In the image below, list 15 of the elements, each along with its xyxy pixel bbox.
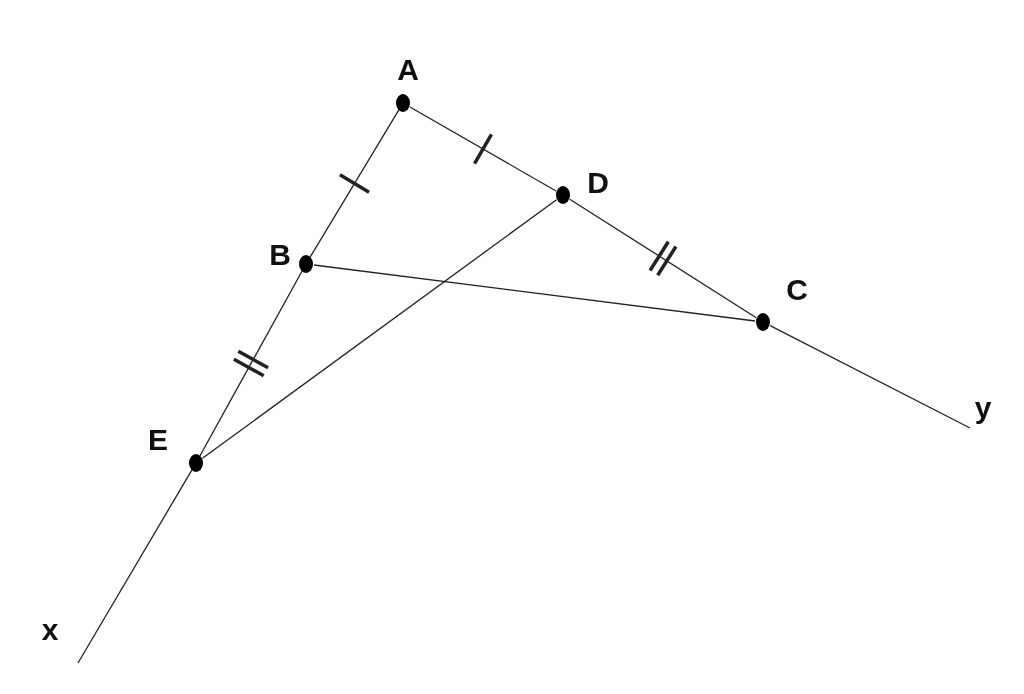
line-segment [569,198,757,319]
point-label: E [147,423,169,457]
line-segment [201,199,558,459]
point-label: D [586,166,610,200]
line-segment [409,106,557,192]
point-label: B [268,238,292,272]
line-segment [77,469,193,664]
line-segment [199,270,303,457]
ray-label: y [971,391,995,425]
point-label: A [396,53,420,87]
line-segment [769,325,971,429]
ray-label: x [38,613,62,647]
point-label: C [785,273,809,307]
line-segment [309,109,400,258]
line-segment [313,264,756,322]
